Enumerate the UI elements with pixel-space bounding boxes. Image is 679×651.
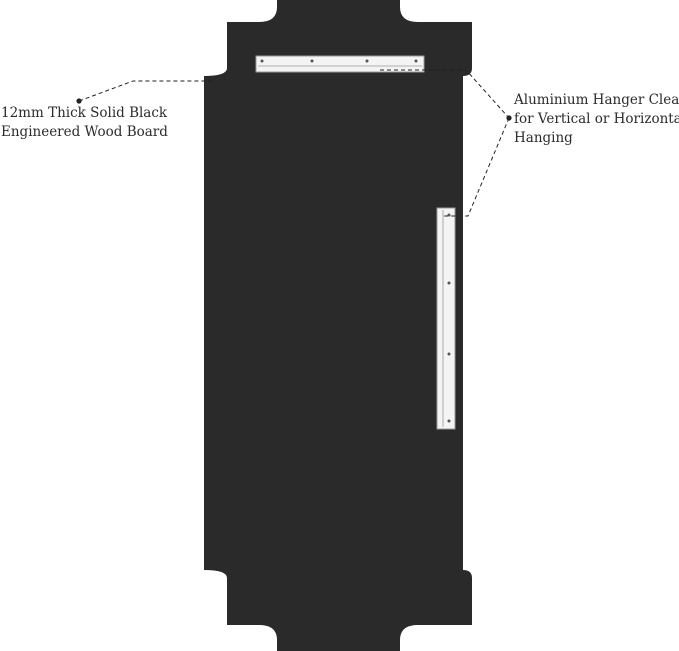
board-leader-line [76,80,212,104]
horizontal-cleat-bar [255,55,425,73]
board-callout-label: 12mm Thick Solid Black Engineered Wood B… [1,104,168,142]
screw-icon [447,352,451,356]
cleat-callout-line-1: Aluminium Hanger Cleat [514,92,679,108]
horizontal-hanger-cleat [255,55,425,73]
cleat-callout-line-2: for Vertical or Horizontal [514,111,679,127]
screw-icon [447,419,451,423]
screw-icon [310,59,314,63]
screw-icon [414,59,418,63]
board-callout-line-1: 12mm Thick Solid Black [1,105,168,121]
cleat-leader-dot [506,115,512,121]
board-leader-dashed [78,80,212,102]
board-leader-dot [76,98,82,104]
black-wood-board [204,0,472,651]
vertical-cleat-bar [436,207,456,430]
cleat-callout-line-3: Hanging [514,130,573,146]
screw-icon [447,213,451,217]
screw-icon [447,281,451,285]
vertical-hanger-cleat [436,207,456,430]
board-callout-line-2: Engineered Wood Board [1,124,168,140]
cleat-leader-dashed-bottom [444,117,510,217]
cleat-leader-dashed-top [380,69,510,119]
screw-icon [365,59,369,63]
cleat-leader-lines [380,69,512,217]
cleat-callout-label: Aluminium Hanger Cleat for Vertical or H… [514,91,679,148]
screw-icon [260,59,264,63]
